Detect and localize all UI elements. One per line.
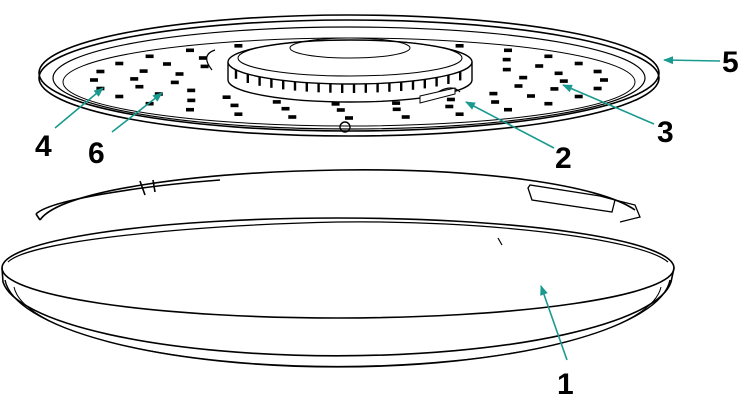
- led-chip: [489, 91, 498, 96]
- led-chip: [527, 94, 535, 98]
- callout-4: 4: [35, 130, 52, 163]
- mounting-hole: [339, 121, 351, 133]
- leader-1: [540, 285, 568, 361]
- led-chip: [96, 69, 105, 74]
- led-chip: [187, 98, 196, 103]
- vent-slot: [293, 81, 297, 91]
- led-chip: [502, 57, 511, 62]
- led-chip: [331, 102, 340, 106]
- led-chip: [145, 101, 154, 106]
- vent-slot: [270, 78, 273, 88]
- led-chip: [401, 115, 410, 119]
- led-chip: [392, 107, 401, 112]
- leader-5: [663, 56, 721, 65]
- led-chip: [455, 44, 464, 48]
- housing-vent-slots: [234, 69, 462, 93]
- led-chip: [187, 88, 196, 93]
- vent-slot: [282, 80, 285, 90]
- leader-2: [465, 101, 555, 149]
- led-chip: [200, 64, 209, 69]
- led-chip: [446, 97, 455, 102]
- led-chip: [175, 72, 184, 76]
- led-chip: [550, 87, 559, 91]
- vent-slot: [459, 71, 462, 81]
- led-chip: [90, 78, 98, 82]
- led-chip: [145, 54, 154, 59]
- callout-2: 2: [555, 142, 572, 175]
- led-chip: [288, 115, 297, 119]
- callout-leaders: [54, 56, 721, 361]
- led-chip: [186, 48, 194, 53]
- led-chip: [135, 84, 144, 89]
- led-chip: [600, 78, 608, 82]
- led-chip: [455, 112, 464, 116]
- led-chip: [504, 107, 512, 112]
- led-chip: [281, 106, 290, 111]
- led-chip: [234, 112, 243, 116]
- led-chip: [559, 79, 568, 83]
- vent-slot: [246, 74, 249, 83]
- led-chip: [115, 61, 124, 66]
- led-chip: [514, 84, 523, 88]
- led-chip: [491, 100, 500, 104]
- led-chips: [90, 44, 608, 120]
- led-chip: [544, 54, 553, 59]
- vent-slot: [447, 75, 450, 84]
- led-chip: [574, 61, 583, 66]
- vent-slot: [352, 84, 356, 93]
- led-chip: [272, 100, 281, 104]
- callout-5: 5: [722, 46, 739, 79]
- led-chip: [502, 67, 511, 72]
- led-chip: [130, 77, 139, 81]
- leader-4: [54, 87, 104, 129]
- callout-3: 3: [657, 116, 674, 149]
- led-chip: [554, 71, 563, 76]
- vent-slot: [388, 82, 391, 92]
- led-chip: [345, 116, 353, 120]
- vent-slot: [423, 79, 426, 89]
- callout-numbers: 1 2 3 4 5 6: [35, 46, 739, 401]
- led-chip: [336, 108, 345, 112]
- led-chip: [535, 64, 544, 68]
- vent-slot: [435, 77, 438, 87]
- vent-slot: [411, 80, 415, 90]
- led-chip: [139, 69, 148, 73]
- led-chip: [392, 101, 401, 105]
- led-chip: [222, 95, 231, 99]
- vent-slot: [341, 84, 344, 93]
- led-chip: [198, 56, 207, 60]
- vent-slot: [400, 82, 403, 91]
- led-chip: [230, 103, 239, 108]
- led-chip: [186, 107, 194, 112]
- diffuser-cover: [1, 169, 675, 368]
- leader-6: [111, 92, 163, 133]
- leader-3: [562, 84, 655, 125]
- driver-housing: [206, 37, 473, 104]
- led-chip: [504, 48, 512, 53]
- led-chip: [234, 44, 243, 48]
- led-chip: [544, 101, 553, 106]
- led-chip: [170, 80, 179, 85]
- led-chip: [445, 104, 454, 109]
- led-chip: [163, 62, 171, 66]
- led-chip: [574, 94, 583, 99]
- led-chip: [593, 86, 602, 91]
- vent-slot: [376, 83, 379, 93]
- led-chip: [593, 69, 602, 74]
- vent-slot: [317, 83, 320, 93]
- vent-slot: [305, 82, 308, 92]
- vent-slot: [329, 83, 332, 93]
- callout-6: 6: [88, 137, 105, 170]
- vent-slot: [364, 83, 367, 93]
- led-chip: [519, 75, 528, 80]
- led-chip: [115, 94, 124, 99]
- vent-slot: [234, 69, 238, 79]
- callout-1: 1: [557, 368, 574, 401]
- vent-slot: [258, 76, 261, 86]
